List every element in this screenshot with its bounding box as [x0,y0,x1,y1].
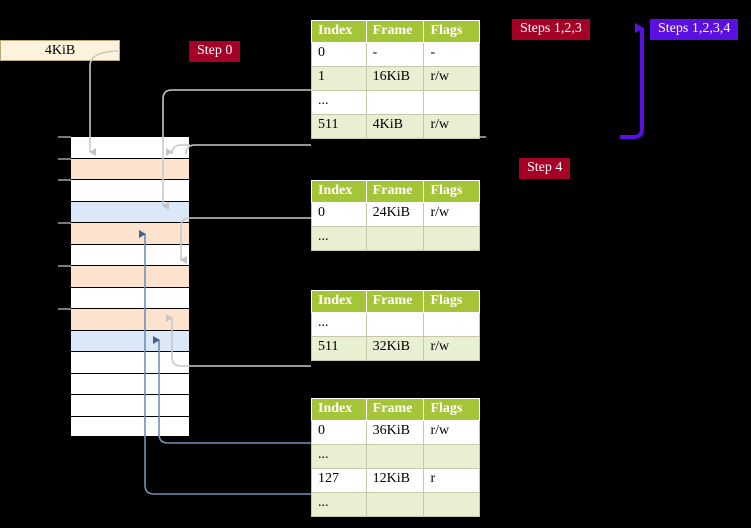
wire-t0row511-seg [185,144,311,155]
badge-steps-123: Steps 1,2,3 [512,19,590,40]
table-cell [365,492,425,517]
table-cell [423,444,480,469]
memory-tick [58,136,71,138]
table-cell [423,90,480,115]
table-cell [365,226,425,251]
table-cell: r/w [423,420,480,445]
memory-tick [58,179,71,181]
table-cell [365,444,425,469]
memory-frame-row [70,136,190,158]
table-cell: 511 [311,114,367,139]
table-row: ... [311,492,480,517]
memory-frame-row [70,372,190,394]
table-cell: 127 [311,468,367,493]
table-cell: 0 [311,42,367,67]
memory-frame-row [70,265,190,287]
table-cell: 12KiB [365,468,425,493]
memory-tick [58,222,71,224]
memory-frame-row [70,415,190,437]
memory-frame-row [70,243,190,265]
memory-frame-row [70,308,190,330]
table-cell: 4KiB [365,114,425,139]
table-cell [423,226,480,251]
column-header-index: Index [311,290,367,313]
badge-step-0: Step 0 [189,41,241,62]
table-row: ... [311,226,480,251]
column-header-index: Index [311,20,367,43]
memory-frame-row [70,222,190,244]
table-row: ... [311,312,480,337]
table-cell: r/w [423,202,480,227]
table-cell: 0 [311,420,367,445]
table-cell: r/w [423,114,480,139]
column-header-flags: Flags [423,398,480,421]
memory-tick [58,265,71,267]
column-header-frame: Frame [365,398,425,421]
table-row: 0-- [311,42,480,67]
table-cell: r/w [423,66,480,91]
physical-memory-column [70,136,190,437]
table-cell [423,492,480,517]
table-cell [365,90,425,115]
wire-t2row511-to-frame [166,314,311,367]
page-size-box: 4KiB [0,40,120,61]
table-cell: ... [311,492,367,517]
table-cell: 16KiB [365,66,425,91]
memory-frame-row [70,329,190,351]
table-cell [423,312,480,337]
table-cell: 32KiB [365,336,425,361]
badge-steps-1234: Steps 1,2,3,4 [650,19,739,40]
table-cell: 24KiB [365,202,425,227]
table-cell: 0 [311,202,367,227]
column-header-flags: Flags [423,180,480,203]
table-cell: 36KiB [365,420,425,445]
column-header-frame: Frame [365,20,425,43]
memory-frame-row [70,351,190,373]
memory-frame-row [70,394,190,416]
column-header-frame: Frame [365,290,425,313]
memory-tick [58,308,71,310]
table-cell: - [423,42,480,67]
memory-frame-row [70,157,190,179]
memory-frame-row [70,200,190,222]
table-row: ... [311,90,480,115]
table-cell: ... [311,444,367,469]
wire-t1row0-to-frame [180,217,311,264]
memory-frame-row [70,179,190,201]
table-cell: ... [311,90,367,115]
column-header-flags: Flags [423,290,480,313]
table-cell [365,312,425,337]
table-cell: - [365,42,425,67]
table-cell: 1 [311,66,367,91]
wire-steps-1234-arrow [620,23,644,139]
column-header-frame: Frame [365,180,425,203]
memory-frame-row [70,286,190,308]
table-cell: ... [311,226,367,251]
badge-step-4: Step 4 [519,158,571,179]
table-cell: ... [311,312,367,337]
table-cell: r/w [423,336,480,361]
table-cell: r [423,468,480,493]
memory-tick [58,157,71,160]
column-header-index: Index [311,180,367,203]
column-header-flags: Flags [423,20,480,43]
column-header-index: Index [311,398,367,421]
table-row: ... [311,444,480,469]
table-cell: 511 [311,336,367,361]
